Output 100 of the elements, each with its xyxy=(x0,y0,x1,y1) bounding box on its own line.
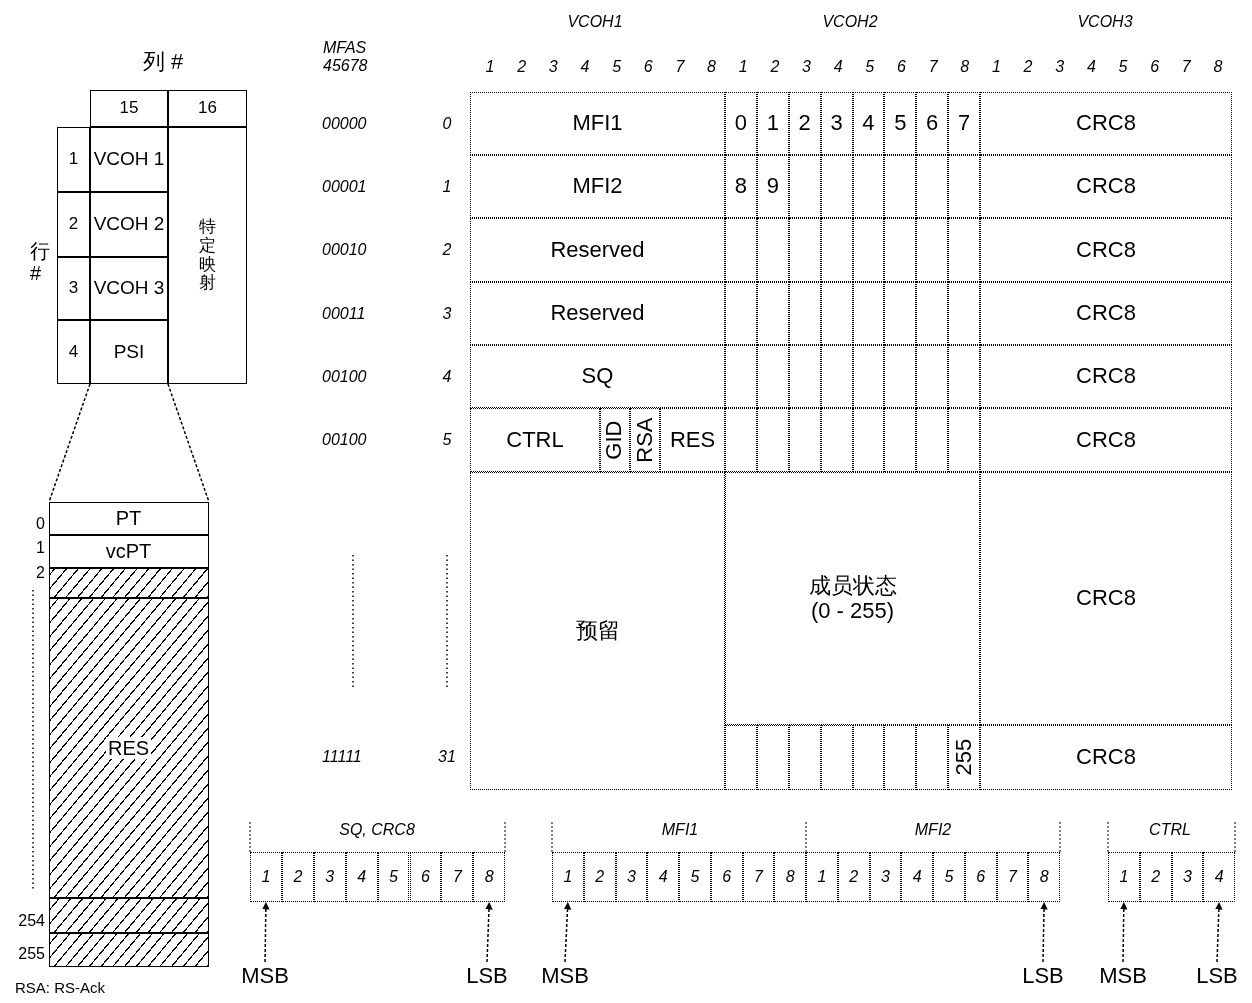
overhead-cell xyxy=(90,257,168,320)
cell-label: 6 xyxy=(421,868,430,886)
field-cell xyxy=(884,92,917,155)
field-cell xyxy=(820,725,853,790)
field-cell xyxy=(725,472,980,725)
field-cell xyxy=(884,155,917,218)
column-header-cell xyxy=(90,90,168,127)
overhead-cell xyxy=(90,127,168,192)
cell-label: CRC8 xyxy=(1076,745,1136,770)
arrow xyxy=(563,901,572,963)
arrow xyxy=(485,901,493,963)
zoom-line xyxy=(167,383,210,503)
cell-label: CRC8 xyxy=(1076,364,1136,389)
field-cell xyxy=(788,155,821,218)
field-cell xyxy=(820,408,853,472)
group-label: VCOH3 xyxy=(1077,13,1133,31)
field-cell xyxy=(470,92,725,155)
field-cell xyxy=(980,408,1232,472)
bit-number: 4 xyxy=(580,58,590,76)
cell-label: 1 xyxy=(68,150,79,169)
arrow xyxy=(1120,901,1128,963)
cell-label: 5 xyxy=(389,868,398,886)
bit-cell xyxy=(441,852,474,902)
cell-label: 1 xyxy=(1119,868,1129,886)
cell-label: GID xyxy=(602,420,628,460)
field-cell xyxy=(916,282,949,345)
cell-label: 3 xyxy=(1182,868,1192,886)
axis-title: 列 # xyxy=(142,49,184,75)
field-cell xyxy=(884,345,917,408)
field-cell xyxy=(756,92,789,155)
bit-number: 8 xyxy=(1213,58,1223,76)
bit-cell xyxy=(837,852,870,902)
field-cell xyxy=(756,282,789,345)
column-label: MFAS 45678 xyxy=(323,39,369,75)
hatched-band xyxy=(48,567,209,598)
bit-number: 4 xyxy=(833,58,843,76)
field-cell xyxy=(820,282,853,345)
field-cell xyxy=(820,218,853,282)
bit-cell xyxy=(710,852,743,902)
bit-number: 8 xyxy=(707,58,716,76)
zoom-line xyxy=(48,383,91,503)
field-group-label: CTRL xyxy=(1149,821,1191,839)
row-number-cell xyxy=(57,127,90,192)
hatched-band xyxy=(48,932,209,967)
row-label: 5 xyxy=(442,431,452,449)
field-cell xyxy=(948,725,980,790)
cell-label: vcPT xyxy=(105,540,152,562)
field-cell xyxy=(788,725,821,790)
field-cell xyxy=(470,345,725,408)
field-cell xyxy=(948,282,980,345)
mapping-cell xyxy=(168,127,247,384)
field-cell xyxy=(980,155,1232,218)
field-cell xyxy=(852,155,885,218)
field-group-label: MFI2 xyxy=(914,821,952,839)
cell-label: 预留 xyxy=(575,618,620,644)
bit-cell xyxy=(473,852,506,902)
cell-label: 1 xyxy=(563,868,573,886)
cell-label: 2 xyxy=(798,111,811,136)
bit-cell xyxy=(1108,852,1140,902)
cell-label: 2 xyxy=(293,868,303,886)
row-label: 00010 xyxy=(322,241,367,259)
field-group-label: SQ, CRC8 xyxy=(339,821,415,839)
bit-cell xyxy=(281,852,314,902)
field-cell xyxy=(852,218,885,282)
field-cell xyxy=(916,155,949,218)
field-cell xyxy=(725,92,757,155)
field-cell xyxy=(660,408,725,472)
bit-order-label: MSB xyxy=(535,962,595,990)
field-cell xyxy=(852,92,885,155)
bit-number: 7 xyxy=(1181,58,1191,76)
cell-label: CRC8 xyxy=(1076,111,1136,136)
cell-label: VCOH 3 xyxy=(93,278,165,299)
cell-label: 8 xyxy=(785,868,795,886)
bit-order-label: LSB xyxy=(1013,962,1073,990)
row-label: 00100 xyxy=(322,368,367,386)
field-cell xyxy=(788,92,821,155)
field-cell xyxy=(725,282,757,345)
field-cell xyxy=(756,345,789,408)
bit-cell xyxy=(933,852,965,902)
bit-number: 1 xyxy=(485,58,495,76)
row-number: 255 xyxy=(18,945,45,963)
field-cell xyxy=(725,725,757,790)
cell-label: CRC8 xyxy=(1076,174,1136,199)
cell-label: CTRL xyxy=(506,427,564,453)
row-label: 2 xyxy=(442,241,452,259)
cell-label: 5 xyxy=(894,111,907,136)
field-cell xyxy=(470,155,725,218)
cell-label: VCOH 2 xyxy=(93,214,165,235)
cell-label: VCOH 1 xyxy=(93,149,165,170)
bit-number: 5 xyxy=(1118,58,1128,76)
cell-label: 4 xyxy=(862,111,875,136)
bit-number: 1 xyxy=(738,58,748,76)
cell-label: 5 xyxy=(690,868,700,886)
cell-label: 成员状态 xyxy=(808,574,897,599)
field-cell xyxy=(470,282,725,345)
bit-number: 2 xyxy=(1023,58,1033,76)
field-cell xyxy=(725,155,757,218)
cell-label: 7 xyxy=(957,111,971,136)
bit-cell xyxy=(1171,852,1204,902)
bit-number: 6 xyxy=(1150,58,1160,76)
